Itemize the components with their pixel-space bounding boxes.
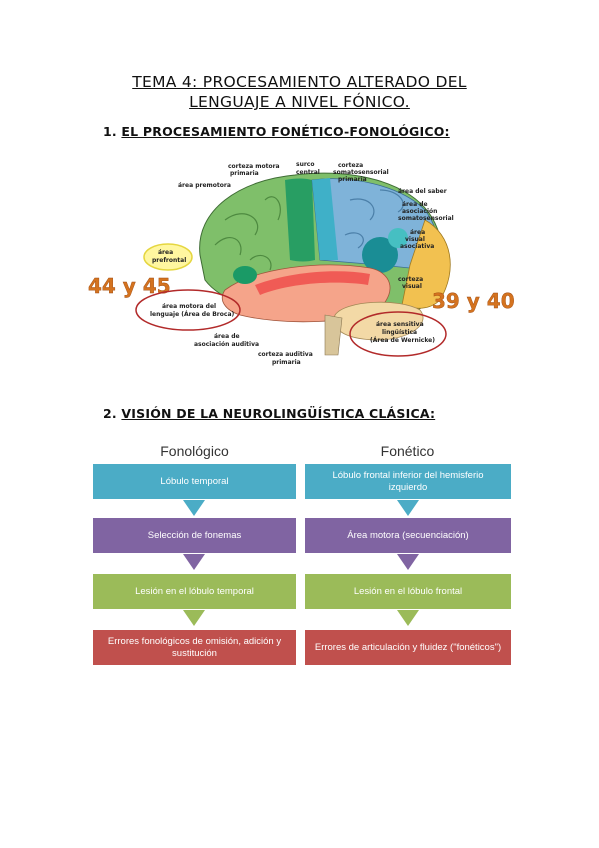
label-corteza-visual-1: corteza [398, 276, 423, 283]
section-1-title: EL PROCESAMIENTO FONÉTICO-FONOLÓGICO: [121, 124, 450, 139]
flow-box-fonetico-4: Errores de articulación y fluidez ("foné… [305, 630, 511, 665]
big-number-44-45: 44 y 45 [88, 274, 171, 298]
label-visual-asoc-2: visual [405, 236, 425, 243]
label-somato-2: somatosensorial [333, 169, 389, 176]
page-title-line-1: TEMA 4: PROCESAMIENTO ALTERADO DEL [132, 73, 467, 91]
label-corteza-motora-2: primaria [230, 170, 259, 177]
label-wernicke-2: lingüística [382, 329, 417, 336]
label-somato-1: corteza [338, 162, 363, 169]
flow-arrow-down [397, 610, 419, 626]
brain-diagram: corteza motora primaria surco central co… [80, 150, 530, 375]
flow-arrow-down [397, 554, 419, 570]
label-auditiva-2: primaria [272, 359, 301, 366]
flow-arrow-down [183, 500, 205, 516]
flow-arrow-down [397, 500, 419, 516]
label-surco-1: surco [296, 161, 314, 168]
label-surco-2: central [296, 169, 320, 176]
label-area-premotora: área premotora [178, 182, 231, 189]
section-1-heading: 1. EL PROCESAMIENTO FONÉTICO-FONOLÓGICO: [103, 124, 450, 139]
label-broca-2: lenguaje (Área de Broca) [150, 311, 234, 318]
label-broca-1: área motora del [162, 303, 216, 310]
label-prefrontal-1: área [158, 249, 173, 256]
label-corteza-motora-1: corteza motora [228, 163, 280, 170]
big-number-39-40: 39 y 40 [432, 289, 515, 313]
flow-column-title-fonologico: Fonológico [160, 443, 229, 459]
section-2-title: VISIÓN DE LA NEUROLINGÜÍSTICA CLÁSICA: [121, 406, 436, 421]
flow-box-fonologico-1: Lóbulo temporal [93, 464, 296, 499]
flow-arrow-down [183, 554, 205, 570]
label-auditiva-1: corteza auditiva [258, 351, 313, 358]
label-visual-asoc-3: asociativa [400, 243, 434, 250]
flow-box-fonetico-2: Área motora (secuenciación) [305, 518, 511, 553]
flow-box-fonologico-3: Lesión en el lóbulo temporal [93, 574, 296, 609]
label-somato-3: primaria [338, 176, 367, 183]
label-prefrontal-2: prefrontal [152, 257, 186, 264]
section-1-number: 1. [103, 124, 117, 139]
brain-illustration: corteza motora primaria surco central co… [88, 161, 515, 366]
label-asoc-auditiva-2: asociación auditiva [194, 341, 259, 348]
label-wernicke-3: (Área de Wernicke) [370, 337, 435, 344]
label-asociacion-3: somatosensorial [398, 215, 454, 222]
flow-box-fonetico-1: Lóbulo frontal inferior del hemisferio i… [305, 464, 511, 499]
page-title-line-2: LENGUAJE A NIVEL FÓNICO. [189, 93, 410, 111]
flow-column-title-fonetico: Fonético [380, 443, 435, 459]
flow-box-fonetico-3: Lesión en el lóbulo frontal [305, 574, 511, 609]
flow-box-fonologico-2: Selección de fonemas [93, 518, 296, 553]
label-asociacion-2: asociación [402, 208, 437, 215]
label-corteza-visual-2: visual [402, 283, 422, 290]
section-2-number: 2. [103, 406, 117, 421]
label-visual-asoc-1: área [410, 229, 425, 236]
label-asoc-auditiva-1: área de [214, 333, 240, 340]
flow-arrow-down [183, 610, 205, 626]
section-2-heading: 2. VISIÓN DE LA NEUROLINGÜÍSTICA CLÁSICA… [103, 406, 435, 421]
flow-box-fonologico-4: Errores fonológicos de omisión, adición … [93, 630, 296, 665]
label-wernicke-1: área sensitiva [376, 321, 424, 328]
label-asociacion-1: área de [402, 201, 428, 208]
label-area-saber: área del saber [398, 188, 447, 195]
